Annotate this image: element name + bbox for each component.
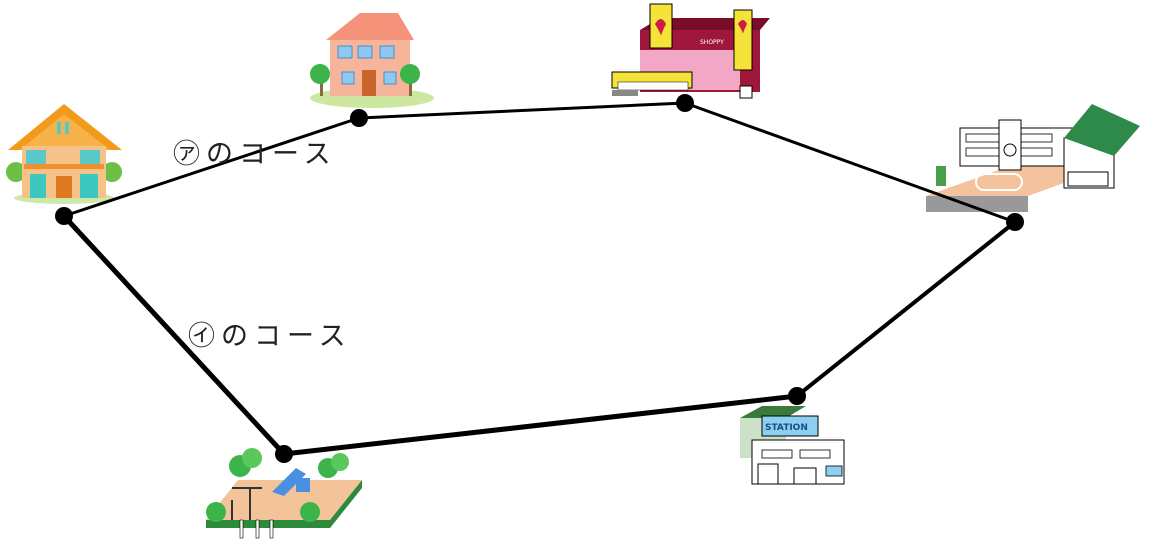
node-house bbox=[55, 207, 73, 225]
route-i bbox=[61, 213, 1017, 457]
route-a-segment bbox=[357, 101, 687, 120]
station-icon: STATION bbox=[740, 406, 845, 485]
supermarket-icon: SHOPPY bbox=[611, 3, 770, 99]
course-a-label: ㋐のコース bbox=[173, 139, 337, 170]
route-i-segment bbox=[795, 220, 1017, 398]
route-a-segment bbox=[62, 116, 361, 218]
node-school bbox=[1006, 213, 1024, 231]
route-i-segment bbox=[281, 393, 800, 457]
cottage-icon bbox=[310, 13, 434, 108]
route-a bbox=[62, 101, 1017, 224]
svg-text:STATION: STATION bbox=[765, 423, 808, 433]
node-supermarket bbox=[676, 94, 694, 112]
route-a-segment bbox=[683, 101, 1017, 224]
svg-text:SHOPPY: SHOPPY bbox=[700, 39, 724, 46]
node-station bbox=[788, 387, 806, 405]
node-park bbox=[275, 445, 293, 463]
route-i-segment bbox=[61, 213, 287, 457]
node-cottage bbox=[350, 109, 368, 127]
park-icon bbox=[206, 448, 362, 539]
course-i-label: ㋑のコース bbox=[188, 321, 352, 352]
school-icon bbox=[926, 104, 1140, 212]
house-icon bbox=[6, 104, 122, 204]
route-nodes bbox=[55, 94, 1024, 463]
